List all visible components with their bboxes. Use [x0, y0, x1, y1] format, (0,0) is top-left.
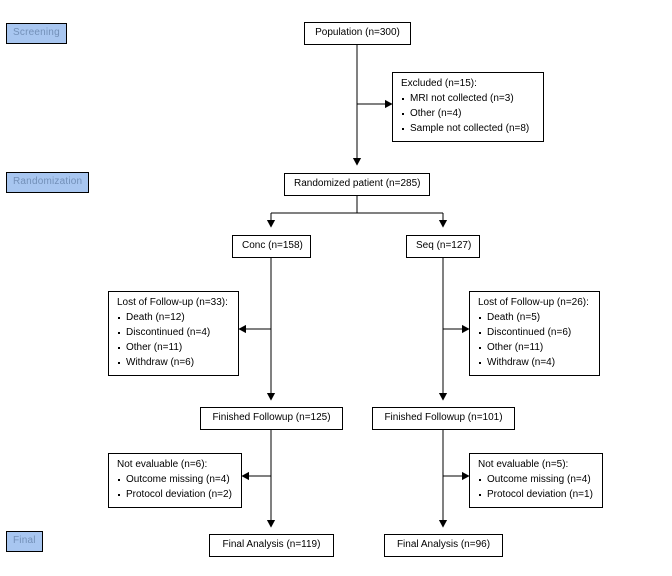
node-excluded-list: MRI not collected (n=3) Other (n=4) Samp…	[401, 94, 535, 134]
node-not-evaluable-conc: Not evaluable (n=6): Outcome missing (n=…	[108, 453, 242, 508]
stage-label-screening-text: Screening	[13, 27, 60, 38]
list-item: Other (n=11)	[478, 343, 591, 353]
stage-label-randomization: Randomization	[6, 172, 90, 193]
list-item: Other (n=11)	[117, 343, 230, 353]
node-finished-followup-seq-label: Finished Followup (n=101)	[384, 412, 503, 423]
node-arm-conc: Conc (n=158)	[232, 235, 311, 258]
node-not-evaluable-seq: Not evaluable (n=5): Outcome missing (n=…	[469, 453, 603, 508]
node-lost-followup-seq-list: Death (n=5) Discontinued (n=6) Other (n=…	[478, 313, 591, 368]
list-item: Discontinued (n=4)	[117, 328, 230, 338]
stage-label-screening: Screening	[6, 23, 67, 44]
node-lost-followup-seq: Lost of Follow-up (n=26): Death (n=5) Di…	[469, 291, 600, 376]
stage-label-final-text: Final	[13, 535, 36, 546]
list-item: Protocol deviation (n=1)	[478, 490, 594, 500]
node-randomized-patient-label: Randomized patient (n=285)	[294, 178, 421, 189]
list-item: Withdraw (n=4)	[478, 358, 591, 368]
node-excluded: Excluded (n=15): MRI not collected (n=3)…	[392, 72, 544, 142]
list-item: Death (n=12)	[117, 313, 230, 323]
node-randomized-patient: Randomized patient (n=285)	[284, 173, 430, 196]
list-item: Outcome missing (n=4)	[117, 475, 233, 485]
node-not-evaluable-conc-list: Outcome missing (n=4) Protocol deviation…	[117, 475, 233, 500]
node-final-analysis-conc-label: Final Analysis (n=119)	[222, 539, 321, 550]
node-population: Population (n=300)	[304, 22, 411, 45]
list-item: MRI not collected (n=3)	[401, 94, 535, 104]
node-final-analysis-seq-label: Final Analysis (n=96)	[396, 539, 491, 550]
list-item: Sample not collected (n=8)	[401, 124, 535, 134]
stage-label-randomization-text: Randomization	[13, 176, 83, 187]
node-lost-followup-conc-list: Death (n=12) Discontinued (n=4) Other (n…	[117, 313, 230, 368]
list-item: Withdraw (n=6)	[117, 358, 230, 368]
list-item: Death (n=5)	[478, 313, 591, 323]
node-arm-conc-label: Conc (n=158)	[242, 240, 303, 251]
list-item: Protocol deviation (n=2)	[117, 490, 233, 500]
node-arm-seq: Seq (n=127)	[406, 235, 480, 258]
node-not-evaluable-seq-header: Not evaluable (n=5):	[478, 459, 569, 470]
node-final-analysis-conc: Final Analysis (n=119)	[209, 534, 334, 557]
node-arm-seq-label: Seq (n=127)	[416, 240, 472, 251]
node-not-evaluable-conc-header: Not evaluable (n=6):	[117, 459, 208, 470]
list-item: Discontinued (n=6)	[478, 328, 591, 338]
node-finished-followup-conc: Finished Followup (n=125)	[200, 407, 343, 430]
node-lost-followup-conc: Lost of Follow-up (n=33): Death (n=12) D…	[108, 291, 239, 376]
list-item: Other (n=4)	[401, 109, 535, 119]
node-excluded-header: Excluded (n=15):	[401, 78, 477, 89]
list-item: Outcome missing (n=4)	[478, 475, 594, 485]
node-lost-followup-seq-header: Lost of Follow-up (n=26):	[478, 297, 589, 308]
node-lost-followup-conc-header: Lost of Follow-up (n=33):	[117, 297, 228, 308]
node-finished-followup-conc-label: Finished Followup (n=125)	[212, 412, 331, 423]
node-not-evaluable-seq-list: Outcome missing (n=4) Protocol deviation…	[478, 475, 594, 500]
node-finished-followup-seq: Finished Followup (n=101)	[372, 407, 515, 430]
node-population-label: Population (n=300)	[315, 27, 400, 38]
node-final-analysis-seq: Final Analysis (n=96)	[384, 534, 503, 557]
stage-label-final: Final	[6, 531, 43, 552]
